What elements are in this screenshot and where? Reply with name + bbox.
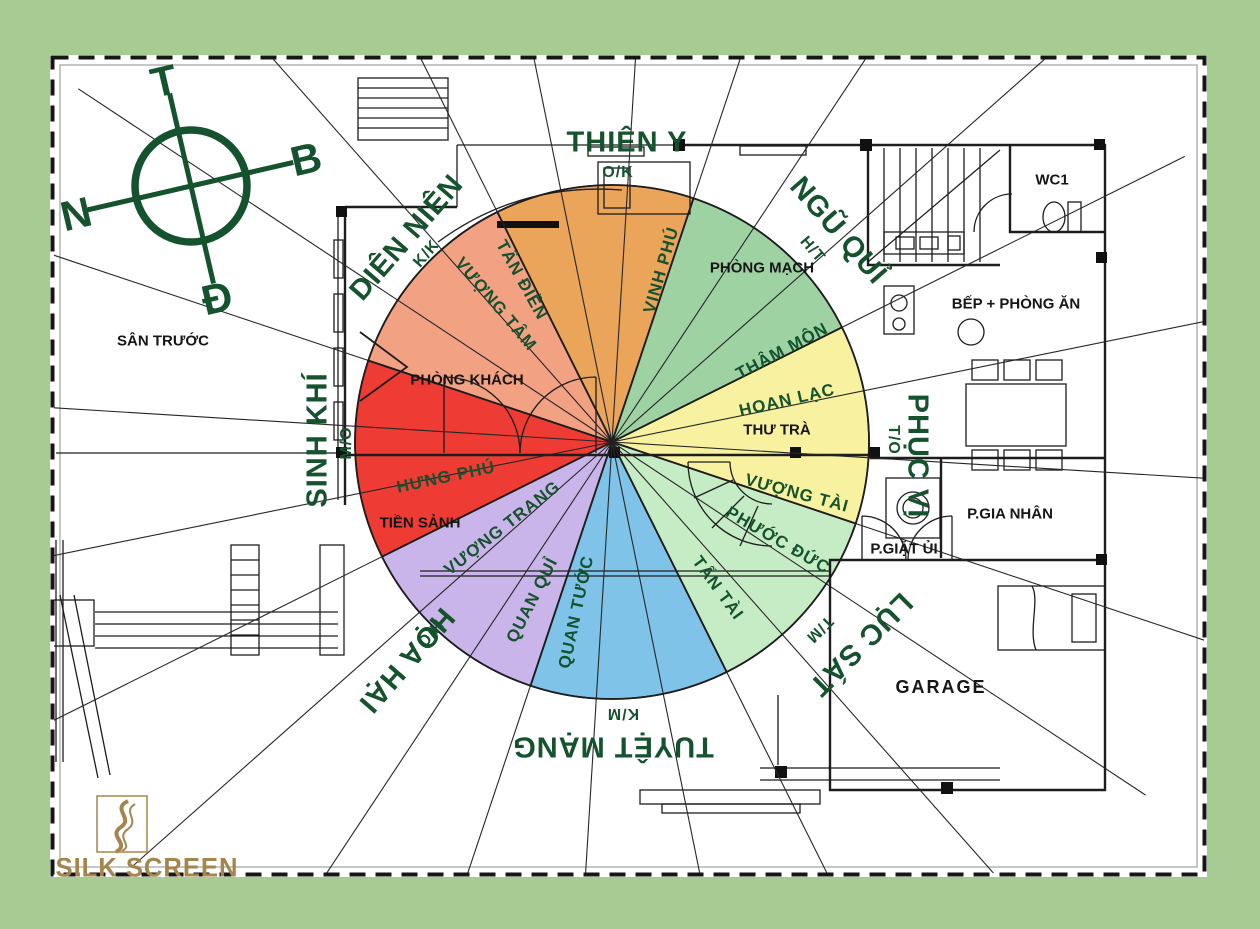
- inner-frame-line: [59, 64, 1198, 868]
- room-label-laundry: P.GIẶT ỦI: [870, 540, 938, 558]
- room-label-clinic: PHÒNG MẠCH: [709, 259, 815, 277]
- curved-stair: [687, 461, 773, 547]
- brand-logo-icon: [96, 795, 148, 854]
- porch-railing: [54, 540, 345, 779]
- room-label-garage: GARAGE: [895, 677, 987, 697]
- open-door-zigzag: [359, 331, 409, 402]
- sector-code-phuc-vi: T/O: [885, 425, 902, 455]
- room-label-wc1: WC1: [1035, 171, 1069, 189]
- sector-code-tuyet-mang: K/M: [606, 705, 640, 722]
- toilet: [973, 193, 1082, 233]
- sector-code-thien-y: O/K: [602, 164, 634, 181]
- sector-label-tuyet-mang: TUYỆT MẠNG: [512, 730, 714, 763]
- porch-arc: [437, 188, 623, 243]
- sector-label-thien-y: THIÊN Y: [566, 126, 688, 159]
- bed-top-center: [597, 161, 691, 215]
- sector-label-sinh-khi: SINH KHÍ: [301, 372, 334, 508]
- sector-code-sinh-khi: M/O: [338, 426, 355, 460]
- dashed-border: [50, 55, 1207, 877]
- washing-machine: [885, 477, 941, 539]
- wheel-outline: [354, 184, 870, 700]
- sector-label-phuc-vi: PHỤC VỊ: [901, 393, 934, 519]
- room-label-maid: P.GIA NHÂN: [967, 505, 1053, 523]
- room-label-front-yard: SÂN TRƯỚC: [117, 332, 209, 350]
- floorplan-lines: [54, 77, 1107, 814]
- room-label-foyer: TIỀN SẢNH: [379, 514, 461, 532]
- stairs-top-right: [867, 148, 1001, 263]
- room-label-kitchen: BẾP + PHÒNG ĂN: [951, 295, 1081, 313]
- room-label-living: PHÒNG KHÁCH: [410, 371, 524, 389]
- kitchen-counter: [883, 231, 985, 346]
- stairs-top-left: [357, 77, 449, 141]
- room-label-tea: THƯ TRÀ: [743, 421, 811, 439]
- bed-bottom-right: [997, 585, 1106, 651]
- brand-name: SILK SCREEN: [55, 852, 239, 883]
- windows: [333, 145, 807, 441]
